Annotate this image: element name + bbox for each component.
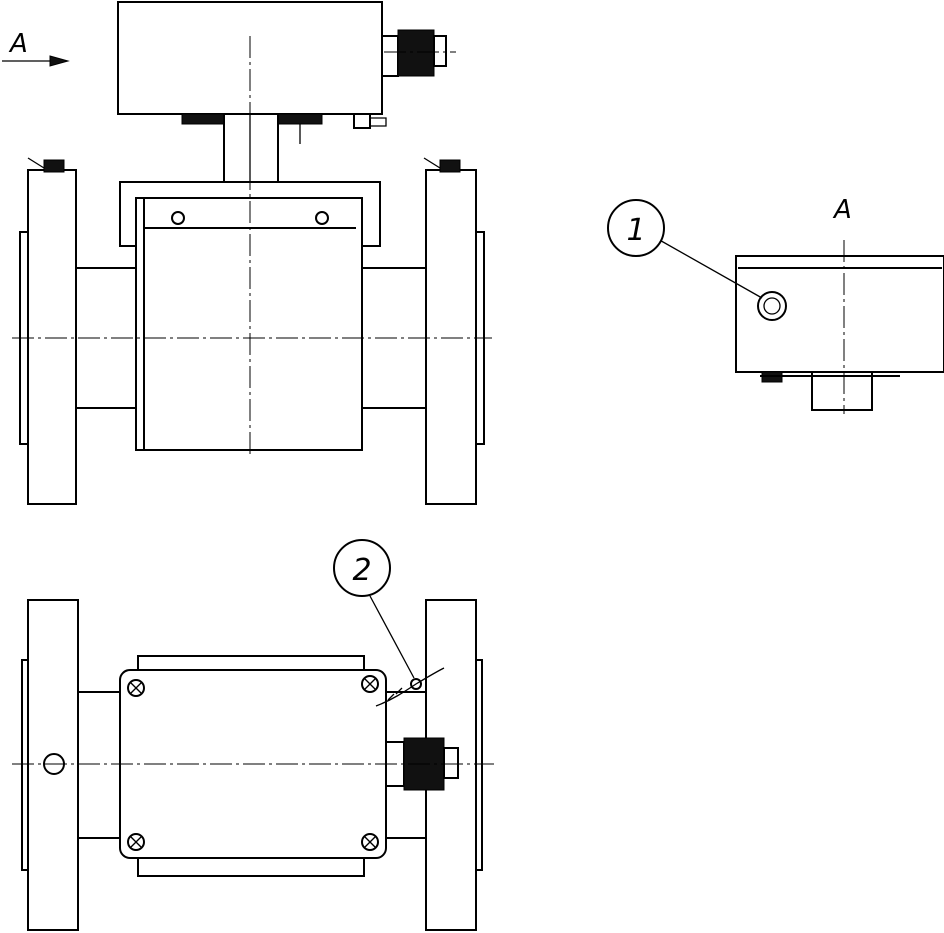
gland-opening (757, 291, 787, 321)
callout-1: 1 (607, 199, 763, 299)
view-arrow-label: A (8, 29, 28, 59)
sensor-body (135, 197, 363, 451)
flange-left (27, 169, 77, 505)
callout-2: 2 (333, 539, 415, 679)
bolt-right (439, 159, 461, 173)
box-side (735, 255, 944, 373)
view-a-title: A (832, 195, 852, 225)
cable-gland-top (381, 29, 456, 77)
box-fasteners (181, 113, 387, 144)
flange-right (425, 169, 477, 505)
callout-1-number: 1 (626, 213, 645, 248)
seal-wire (375, 667, 445, 707)
view-a: A (735, 195, 944, 414)
view-arrow: A (2, 29, 70, 67)
neck (223, 113, 279, 187)
box-neck (811, 371, 873, 411)
callout-2-number: 2 (352, 553, 371, 588)
bolt-left (43, 159, 65, 173)
front-view: A (2, 1, 492, 505)
top-view (12, 599, 494, 931)
cover-screws (127, 675, 379, 851)
